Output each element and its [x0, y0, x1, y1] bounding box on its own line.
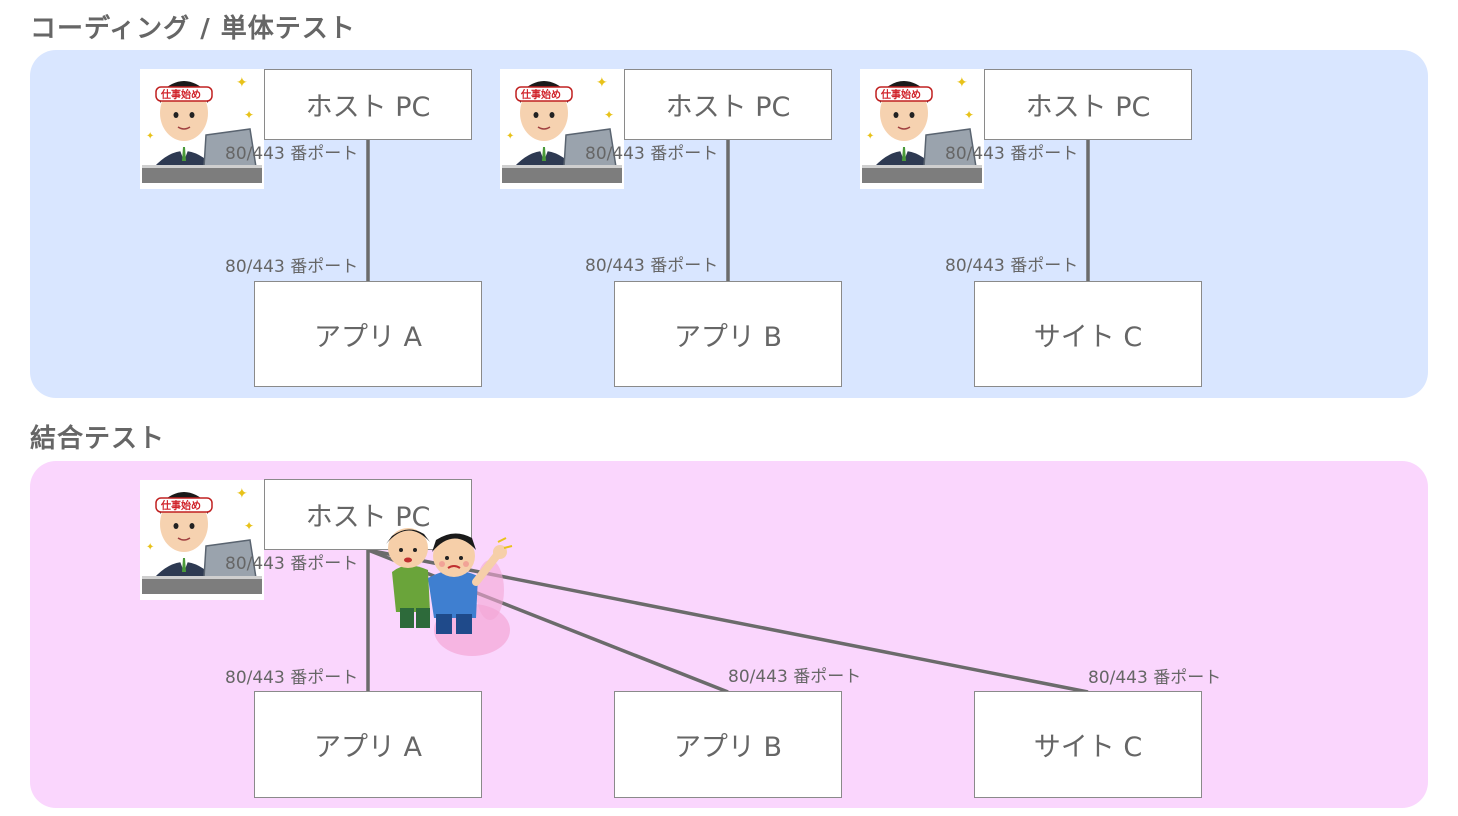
app-a-box: アプリ A [254, 691, 482, 798]
worker-icon: ✦ ✦ ✦ 仕事始め [860, 69, 984, 189]
section-title-unit: コーディング / 単体テスト [30, 14, 356, 44]
site-c-box: サイト C [974, 691, 1202, 798]
app-b-box: アプリ B [614, 691, 842, 798]
site-c-box: サイト C [974, 281, 1202, 387]
app-a-box: アプリ A [254, 281, 482, 387]
port-label-host: 80/443 番ポート [945, 144, 1079, 164]
host-pc-box: ホスト PC [264, 69, 472, 140]
svg-text:✦: ✦ [506, 131, 514, 142]
svg-text:✦: ✦ [146, 131, 154, 142]
port-label-app-a: 80/443 番ポート [225, 668, 359, 688]
fighting-children-icon [372, 520, 542, 670]
svg-text:✦: ✦ [236, 486, 248, 502]
svg-text:仕事始め: 仕事始め [880, 88, 921, 101]
host-pc-box: ホスト PC [624, 69, 832, 140]
port-label-app: 80/443 番ポート [225, 257, 359, 277]
worker-icon: ✦ ✦ ✦ 仕事始め [140, 480, 264, 600]
worker-icon: ✦ ✦ ✦ 仕事始め [140, 69, 264, 189]
port-label-app-b: 80/443 番ポート [728, 667, 862, 687]
port-label-site: 80/443 番ポート [945, 256, 1079, 276]
host-pc-box: ホスト PC [984, 69, 1192, 140]
port-label-host: 80/443 番ポート [225, 144, 359, 164]
svg-text:✦: ✦ [236, 75, 248, 91]
svg-text:✦: ✦ [244, 519, 254, 533]
app-b-box: アプリ B [614, 281, 842, 387]
svg-text:✦: ✦ [866, 131, 874, 142]
svg-text:✦: ✦ [956, 75, 968, 91]
svg-text:仕事始め: 仕事始め [160, 499, 201, 512]
port-label-app: 80/443 番ポート [585, 256, 719, 276]
worker-icon: ✦ ✦ ✦ 仕事始め [500, 69, 624, 189]
port-label-host: 80/443 番ポート [225, 554, 359, 574]
section-title-integration: 結合テスト [30, 424, 166, 454]
host-pc-box: ホスト PC [264, 479, 472, 550]
port-label-host: 80/443 番ポート [585, 144, 719, 164]
svg-text:✦: ✦ [964, 108, 974, 122]
svg-text:✦: ✦ [604, 108, 614, 122]
svg-text:✦: ✦ [596, 75, 608, 91]
svg-text:仕事始め: 仕事始め [160, 88, 201, 101]
svg-text:仕事始め: 仕事始め [520, 88, 561, 101]
port-label-site-c: 80/443 番ポート [1088, 668, 1222, 688]
svg-text:✦: ✦ [146, 542, 154, 553]
svg-text:✦: ✦ [244, 108, 254, 122]
